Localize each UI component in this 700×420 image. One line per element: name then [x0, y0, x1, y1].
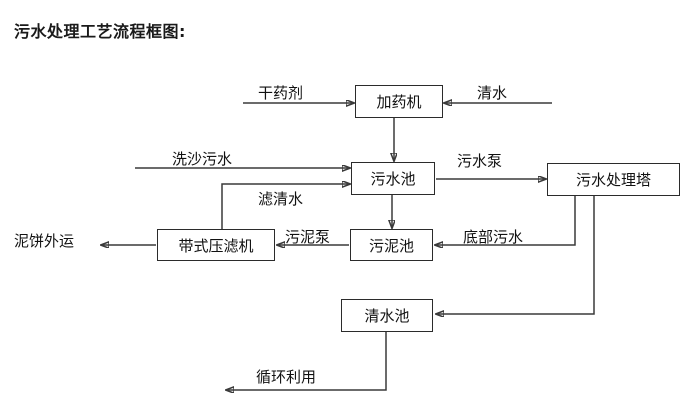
wire-tower-bottom-to-sludge-pool	[435, 196, 576, 245]
edge-label-clean-water: 清水	[477, 84, 508, 102]
node-label: 污泥池	[368, 236, 414, 255]
edge-label-bottom-sewage: 底部污水	[463, 228, 524, 246]
node-label: 清水池	[364, 307, 410, 325]
edge-label-sewage-pump: 污水泵	[457, 152, 503, 170]
page-title: 污水处理工艺流程框图:	[14, 22, 186, 41]
node-label: 带式压滤机	[178, 236, 254, 255]
node-label: 污水处理塔	[575, 171, 651, 189]
edge-label-filtrate-water: 滤清水	[258, 190, 304, 208]
node-clear-pool[interactable]: 清水池	[341, 299, 433, 332]
node-dosing-machine[interactable]: 加药机	[355, 85, 443, 118]
node-belt-press[interactable]: 带式压滤机	[157, 229, 275, 261]
node-label: 加药机	[376, 93, 422, 111]
node-label: 污水池	[370, 170, 416, 188]
node-treatment-tower[interactable]: 污水处理塔	[547, 163, 680, 196]
edge-label-sludge-pump: 污泥泵	[285, 228, 331, 246]
wire-tower-to-clear-pool	[436, 196, 595, 314]
edge-label-sand-wash-sewage: 洗沙污水	[172, 150, 233, 168]
edge-label-dry-reagent: 干药剂	[258, 84, 304, 102]
edge-label-mud-cake-out: 泥饼外运	[14, 232, 75, 250]
edge-label-recycle-use: 循环利用	[256, 368, 317, 386]
wire-clear-pool-recycle	[226, 332, 387, 390]
wire-filtrate-to-sewage-pool	[221, 184, 350, 229]
node-sludge-pool[interactable]: 污泥池	[350, 229, 433, 261]
node-sewage-pool[interactable]: 污水池	[351, 162, 435, 195]
